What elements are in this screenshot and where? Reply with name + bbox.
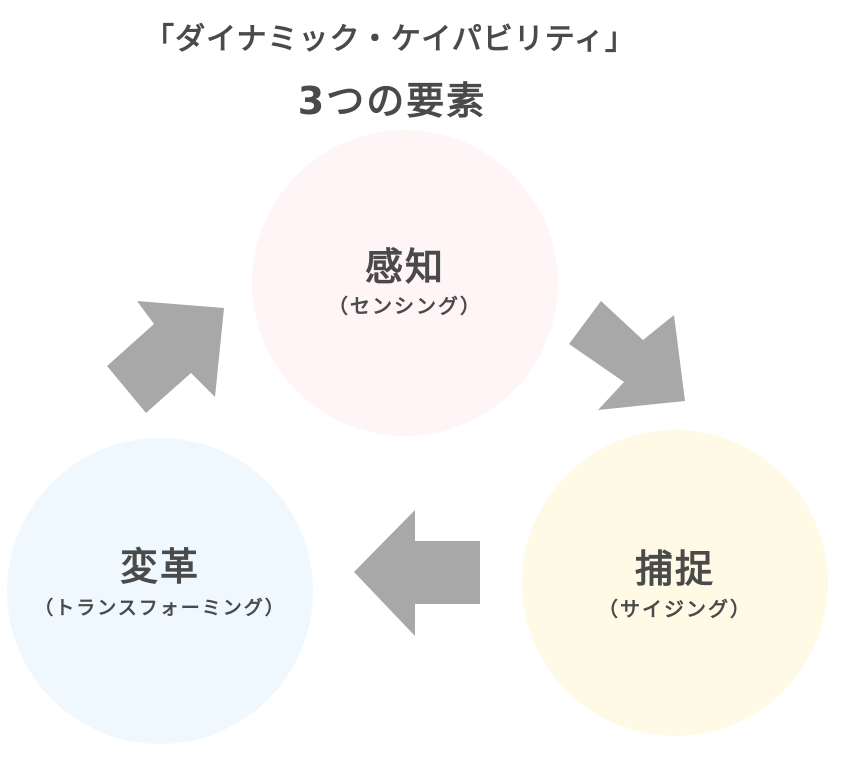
diagram-subtitle: 3つの要素: [297, 79, 487, 123]
transforming-name: 変革: [119, 545, 200, 589]
arrow-right-down-icon: [569, 301, 685, 410]
seizing-name: 捕捉: [634, 547, 715, 591]
transforming-reading: （トランスフォーミング）: [34, 597, 286, 619]
seizing-circle: 捕捉 （サイジング）: [522, 430, 828, 736]
sensing-reading: （センシング）: [328, 294, 482, 318]
sensing-name: 感知: [364, 245, 445, 289]
seizing-reading: （サイジング）: [598, 597, 752, 621]
sensing-circle: 感知 （センシング）: [252, 130, 558, 436]
arrow-up-right-icon: [107, 301, 224, 413]
arrow-left-icon: [354, 510, 480, 636]
transforming-circle: 変革 （トランスフォーミング）: [7, 438, 313, 744]
diagram-title: 「ダイナミック・ケイパビリティ」: [144, 22, 636, 57]
